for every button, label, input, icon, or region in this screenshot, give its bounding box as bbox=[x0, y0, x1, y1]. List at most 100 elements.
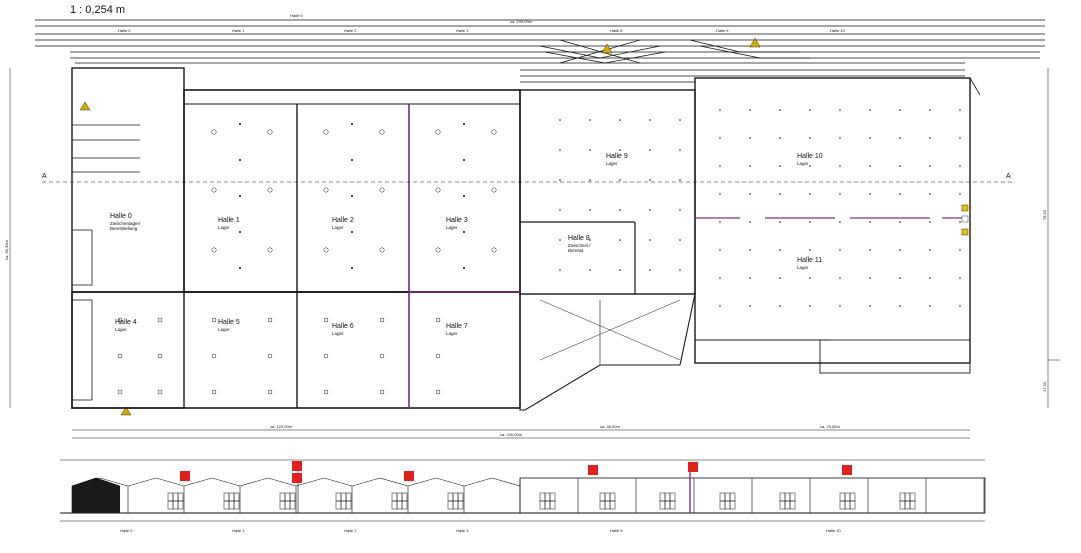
column-dot bbox=[749, 109, 751, 111]
column-dot bbox=[929, 109, 931, 111]
column-markers bbox=[117, 109, 961, 395]
column-ring bbox=[491, 187, 497, 193]
column-dot bbox=[649, 269, 651, 271]
column-dot bbox=[749, 305, 751, 307]
column-dot bbox=[679, 149, 681, 151]
column-ring bbox=[267, 353, 273, 359]
column-dot bbox=[779, 221, 781, 223]
elevation-label: Halle 3 bbox=[456, 528, 469, 533]
column-dot bbox=[809, 165, 811, 167]
column-dot bbox=[779, 277, 781, 279]
column-ring bbox=[435, 317, 441, 323]
column-ring bbox=[435, 247, 441, 253]
warning-triangle-icon bbox=[601, 43, 613, 54]
column-dot bbox=[239, 195, 241, 197]
dim-bottom-2: ca. 240,00m bbox=[500, 432, 523, 437]
column-dot bbox=[679, 119, 681, 121]
hall-use: Lager bbox=[797, 161, 809, 166]
warning-triangle-icon bbox=[749, 37, 761, 48]
elevation-label: Halle 10 bbox=[826, 528, 841, 533]
warning-triangle-icon bbox=[120, 406, 132, 416]
hall-use: Lager bbox=[115, 327, 127, 332]
column-dot bbox=[589, 209, 591, 211]
column-dot bbox=[839, 165, 841, 167]
column-dot bbox=[719, 165, 721, 167]
column-ring bbox=[323, 129, 329, 135]
elevation-label: Halle 0 bbox=[120, 528, 133, 533]
column-dot bbox=[749, 221, 751, 223]
track-name: Halle 0 bbox=[118, 28, 131, 33]
column-dot bbox=[899, 137, 901, 139]
column-dot bbox=[589, 179, 591, 181]
column-dot bbox=[239, 123, 241, 125]
column-dot bbox=[779, 249, 781, 251]
track-name: Halle 2 bbox=[344, 28, 357, 33]
column-dot bbox=[929, 249, 931, 251]
column-dot bbox=[239, 159, 241, 161]
column-dot bbox=[839, 193, 841, 195]
column-dot bbox=[869, 193, 871, 195]
column-ring bbox=[379, 317, 385, 323]
column-ring bbox=[267, 389, 273, 395]
yellow-markers bbox=[961, 204, 969, 236]
hall-name: Halle 8 bbox=[568, 235, 590, 242]
column-dot bbox=[719, 137, 721, 139]
column-dot bbox=[679, 239, 681, 241]
column-dot bbox=[869, 109, 871, 111]
hall-labels: Halle 0Zwischenlager/BereitstellungHalle… bbox=[110, 153, 823, 336]
hall-name: Halle 2 bbox=[332, 217, 354, 224]
column-dot bbox=[899, 277, 901, 279]
elevation-label: Halle 1 bbox=[232, 528, 245, 533]
column-dot bbox=[619, 239, 621, 241]
column-ring bbox=[491, 129, 497, 135]
hall-use: Lager bbox=[797, 265, 809, 270]
column-dot bbox=[959, 305, 961, 307]
column-dot bbox=[719, 249, 721, 251]
column-ring bbox=[267, 187, 273, 193]
column-dot bbox=[959, 109, 961, 111]
column-dot bbox=[719, 193, 721, 195]
hall-name: Halle 9 bbox=[606, 153, 628, 160]
column-dot bbox=[749, 165, 751, 167]
column-dot bbox=[463, 231, 465, 233]
column-ring bbox=[211, 187, 217, 193]
column-dot bbox=[869, 221, 871, 223]
column-dot bbox=[779, 137, 781, 139]
column-dot bbox=[899, 305, 901, 307]
column-dot bbox=[869, 249, 871, 251]
column-dot bbox=[719, 221, 721, 223]
column-ring bbox=[117, 317, 123, 323]
hall-name: Halle 1 bbox=[218, 217, 240, 224]
column-dot bbox=[351, 195, 353, 197]
column-dot bbox=[719, 277, 721, 279]
column-dot bbox=[749, 277, 751, 279]
dim-bottom-3: ca. 45,00m bbox=[600, 424, 620, 429]
column-dot bbox=[463, 267, 465, 269]
column-dot bbox=[869, 137, 871, 139]
scale-label: 1 : 0,254 m bbox=[70, 4, 126, 16]
column-dot bbox=[463, 159, 465, 161]
rail-tracks bbox=[35, 19, 1045, 83]
dim-left-vertical: ca. 96,40m bbox=[4, 240, 9, 260]
dim-bottom-4: ca. 75,00m bbox=[820, 424, 840, 429]
column-dot bbox=[809, 277, 811, 279]
column-dot bbox=[839, 277, 841, 279]
hall-use: Bereitst. bbox=[568, 248, 585, 253]
column-ring bbox=[435, 389, 441, 395]
column-dot bbox=[619, 269, 621, 271]
column-ring bbox=[379, 129, 385, 135]
column-ring bbox=[267, 247, 273, 253]
track-name: Halle 9 bbox=[716, 28, 729, 33]
building-walls bbox=[71, 67, 981, 411]
column-dot bbox=[809, 305, 811, 307]
column-dot bbox=[649, 209, 651, 211]
column-dot bbox=[839, 221, 841, 223]
column-dot bbox=[559, 209, 561, 211]
dim-right-bottom: 17,90 bbox=[1042, 381, 1047, 392]
column-dot bbox=[649, 179, 651, 181]
column-ring bbox=[323, 317, 329, 323]
column-ring bbox=[379, 247, 385, 253]
